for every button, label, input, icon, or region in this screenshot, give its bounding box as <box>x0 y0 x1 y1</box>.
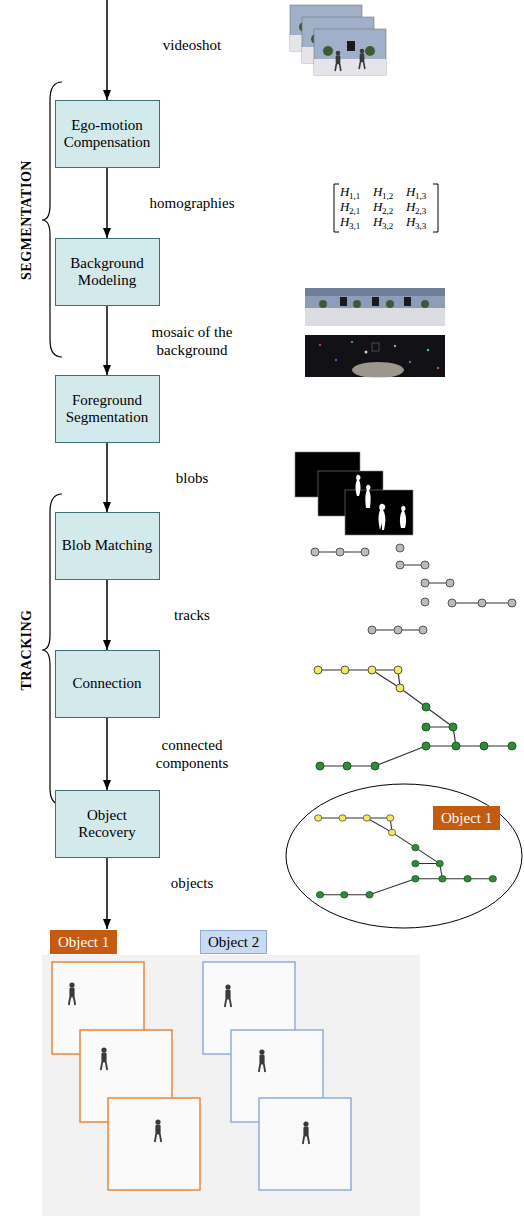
process-box: Ego-motion Compensation <box>55 100 160 168</box>
flow-arrow <box>106 306 108 375</box>
node-text: Foreground Segmentation <box>62 392 153 427</box>
matrix-symbol: H <box>373 185 382 198</box>
matrix-symbol: H <box>373 200 382 213</box>
node-text: Background Modeling <box>62 255 153 290</box>
edge-label: blobs <box>137 469 247 487</box>
input-arrow <box>106 0 108 100</box>
section-label: TRACKING <box>19 609 35 690</box>
node-text: Object 2 <box>208 933 259 951</box>
matrix-symbol: H <box>373 215 382 228</box>
matrix-subscript: 1,1 <box>349 192 360 201</box>
node-text: Ego-motion Compensation <box>62 117 153 152</box>
background-mosaic <box>305 288 445 378</box>
flow-arrow <box>106 580 108 650</box>
blob-masks <box>295 452 413 535</box>
matrix-subscript: 2,1 <box>349 207 360 216</box>
matrix-symbol: H <box>406 185 415 198</box>
object-tag: Object 1 <box>433 806 500 830</box>
node-text: Object 1 <box>58 933 109 951</box>
matrix-subscript: 3,3 <box>415 222 426 231</box>
output-arrow <box>106 858 108 929</box>
edge-label: homographies <box>137 194 247 212</box>
object-ellipse <box>286 784 522 928</box>
output-label: objects <box>137 874 247 892</box>
edge-label: mosaic of the background <box>137 323 247 359</box>
node-text: Object 1 <box>441 809 492 827</box>
input-label: videoshot <box>137 36 247 54</box>
process-box: Foreground Segmentation <box>55 375 160 443</box>
process-box: Object Recovery <box>55 790 160 858</box>
process-box: Background Modeling <box>55 238 160 306</box>
matrix-symbol: H <box>340 215 349 228</box>
matrix-symbol: H <box>340 200 349 213</box>
matrix-subscript: 1,2 <box>382 192 393 201</box>
flow-arrow <box>106 443 108 512</box>
matrix-subscript: 2,3 <box>415 207 426 216</box>
object-tag: Object 2 <box>200 930 267 954</box>
edge-label: tracks <box>137 606 247 624</box>
node-text: Connection <box>72 675 141 692</box>
object-tag: Object 1 <box>50 930 117 954</box>
video-frames <box>290 5 386 75</box>
process-box: Blob Matching <box>55 512 160 580</box>
process-box: Connection <box>55 650 160 718</box>
matrix-symbol: H <box>340 185 349 198</box>
matrix-subscript: 3,1 <box>349 222 360 231</box>
matrix-subscript: 3,2 <box>382 222 393 231</box>
matrix-subscript: 2,2 <box>382 207 393 216</box>
edge-label: connected components <box>137 736 247 772</box>
flow-arrow <box>106 168 108 238</box>
node-text: Blob Matching <box>62 537 152 554</box>
section-label: SEGMENTATION <box>19 160 35 280</box>
matrix-bracket <box>334 184 438 232</box>
track-graph <box>311 544 516 634</box>
matrix-symbol: H <box>406 200 415 213</box>
node-text: Object Recovery <box>62 807 153 842</box>
matrix-symbol: H <box>406 215 415 228</box>
flow-arrow <box>106 718 108 790</box>
object-frames <box>52 962 351 1190</box>
component-graph <box>314 666 516 770</box>
matrix-subscript: 1,3 <box>415 192 426 201</box>
output-ground <box>42 955 420 1216</box>
